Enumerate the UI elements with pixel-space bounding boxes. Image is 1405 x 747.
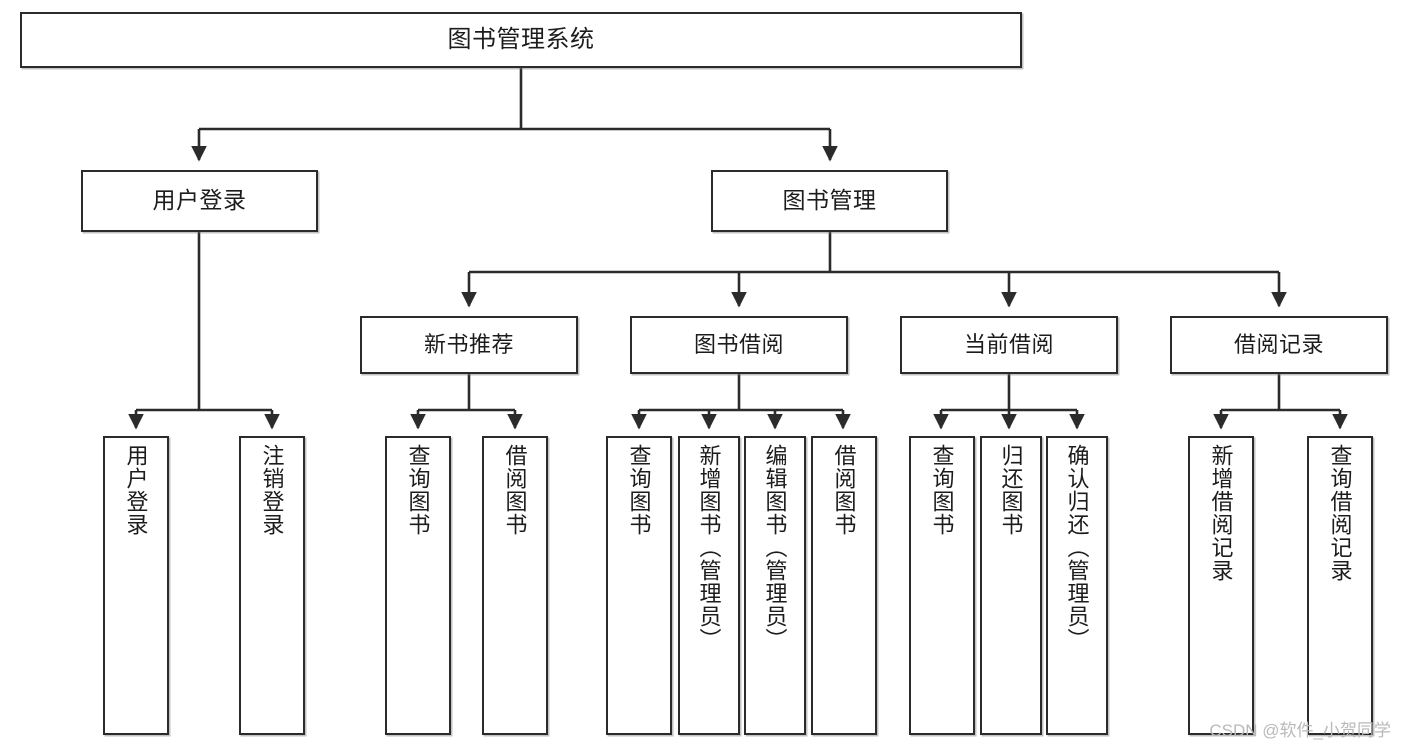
node-label: 当前借阅 — [963, 332, 1054, 358]
leaf-borrow-book[interactable]: 借阅图书 — [811, 436, 877, 735]
node-label: 查询图书 — [405, 444, 431, 536]
node-label: 用户登录 — [152, 187, 247, 214]
leaf-query-book-recommend[interactable]: 查询图书 — [385, 436, 451, 735]
node-root-system[interactable]: 图书管理系统 — [20, 12, 1022, 68]
leaf-add-book-admin[interactable]: 新增图书（管理员） — [678, 436, 740, 735]
csdn-watermark: CSDN @软件_小贺同学 — [1209, 721, 1391, 740]
node-label: 归还图书 — [998, 444, 1024, 536]
node-borrow-record[interactable]: 借阅记录 — [1170, 316, 1388, 374]
node-label: 新增图书（管理员） — [696, 444, 722, 651]
leaf-query-book-borrow[interactable]: 查询图书 — [606, 436, 672, 735]
node-label: 注销登录 — [259, 444, 285, 536]
node-label: 借阅记录 — [1233, 332, 1324, 358]
node-label: 新增借阅记录 — [1208, 444, 1234, 582]
node-label: 图书管理系统 — [447, 25, 595, 53]
node-book-borrow[interactable]: 图书借阅 — [630, 316, 848, 374]
leaf-logout[interactable]: 注销登录 — [239, 436, 305, 735]
leaf-user-login[interactable]: 用户登录 — [103, 436, 169, 735]
node-label: 借阅图书 — [502, 444, 528, 536]
leaf-confirm-return-admin[interactable]: 确认归还（管理员） — [1046, 436, 1108, 735]
node-book-management[interactable]: 图书管理 — [711, 170, 948, 232]
node-label: 用户登录 — [123, 444, 149, 536]
leaf-add-borrow-record[interactable]: 新增借阅记录 — [1188, 436, 1254, 735]
node-label: 图书借阅 — [693, 332, 784, 358]
leaf-edit-book-admin[interactable]: 编辑图书（管理员） — [744, 436, 806, 735]
leaf-query-book-current[interactable]: 查询图书 — [909, 436, 975, 735]
node-current-borrow[interactable]: 当前借阅 — [900, 316, 1118, 374]
node-new-book-recommend[interactable]: 新书推荐 — [360, 316, 578, 374]
node-label: 新书推荐 — [423, 332, 514, 358]
leaf-query-borrow-record[interactable]: 查询借阅记录 — [1307, 436, 1373, 735]
node-label: 图书管理 — [782, 187, 877, 214]
node-label: 查询图书 — [929, 444, 955, 536]
node-label: 查询借阅记录 — [1327, 444, 1353, 582]
node-label: 查询图书 — [626, 444, 652, 536]
node-label: 确认归还（管理员） — [1064, 444, 1090, 651]
node-label: 借阅图书 — [831, 444, 857, 536]
node-user-login[interactable]: 用户登录 — [81, 170, 318, 232]
node-label: 编辑图书（管理员） — [762, 444, 788, 651]
leaf-return-book[interactable]: 归还图书 — [980, 436, 1042, 735]
leaf-borrow-book-recommend[interactable]: 借阅图书 — [482, 436, 548, 735]
